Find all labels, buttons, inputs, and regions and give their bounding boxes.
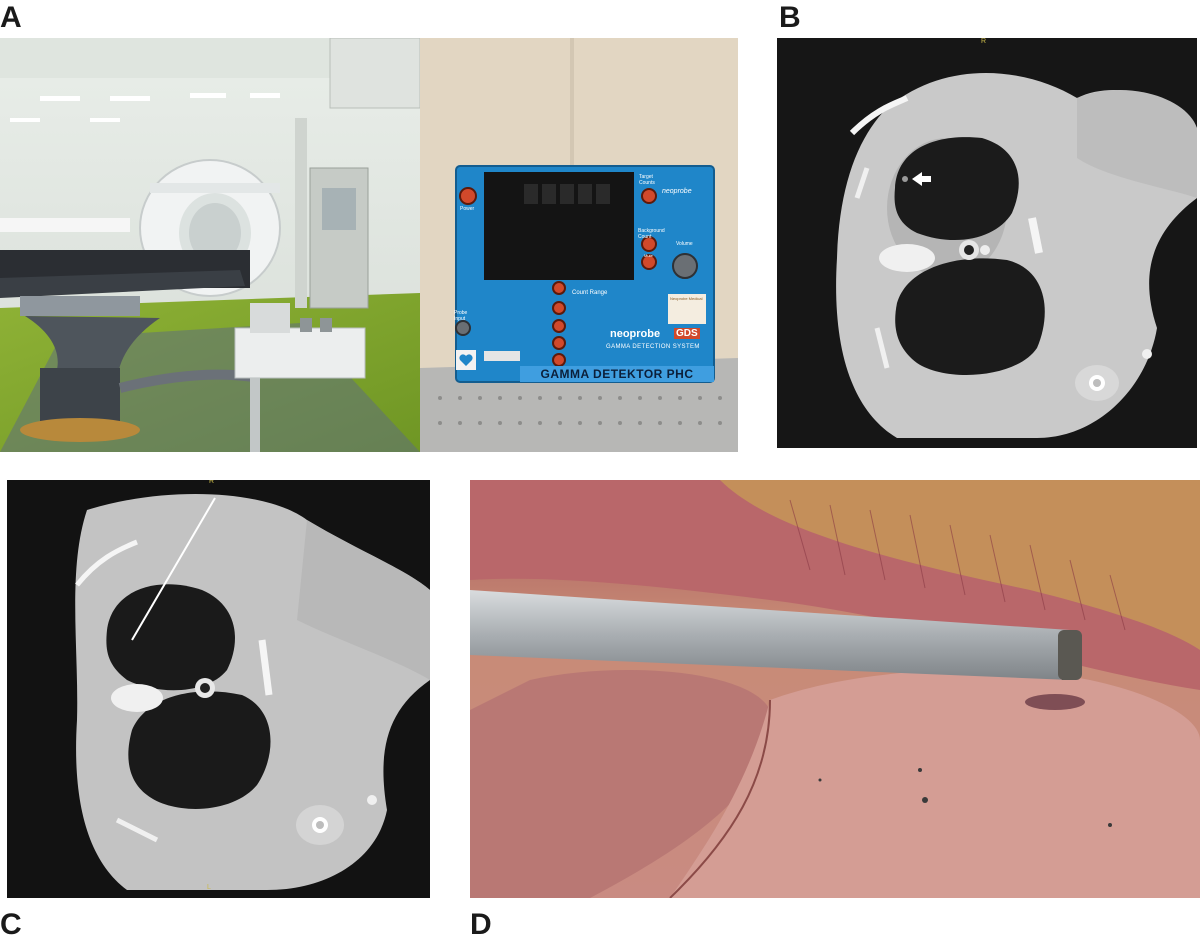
brand-logo: neoprobe: [662, 188, 692, 195]
brand-model-badge: GDS: [674, 328, 700, 339]
background-count-label: Background Count: [638, 228, 665, 240]
vendor-label: Neoprobe Medical: [670, 296, 703, 301]
panel-label-d: D: [470, 908, 492, 941]
panel-label-a: A: [0, 1, 22, 34]
target-counts-label: Target Counts: [639, 174, 655, 186]
device-banner: GAMMA DETEKTOR PHC: [540, 367, 694, 381]
panel-label-b: B: [779, 1, 801, 34]
orientation-marker-left: L: [207, 884, 211, 891]
ct-scan-needle-placement: R L: [7, 480, 430, 898]
power-label: Power: [460, 206, 475, 212]
thoracoscopic-probe-view: [470, 480, 1200, 898]
brand-name: neoprobe: [610, 328, 661, 340]
volume-label: Volume: [676, 241, 693, 247]
orientation-marker-right: R: [209, 480, 215, 485]
mute-label: Mute: [644, 253, 653, 258]
orientation-marker-right: R: [981, 38, 987, 45]
ct-room-photo: [0, 38, 420, 452]
count-range-label: Count Range: [572, 290, 608, 296]
probe-input-label: Probe Input: [454, 310, 468, 322]
gamma-detector-photo: Power Target Counts Background Count Mut…: [420, 38, 738, 452]
brand-subtitle: GAMMA DETECTION SYSTEM: [606, 344, 700, 350]
ct-scan-marked-nodule: R: [777, 38, 1197, 448]
panel-label-c: C: [0, 908, 22, 941]
